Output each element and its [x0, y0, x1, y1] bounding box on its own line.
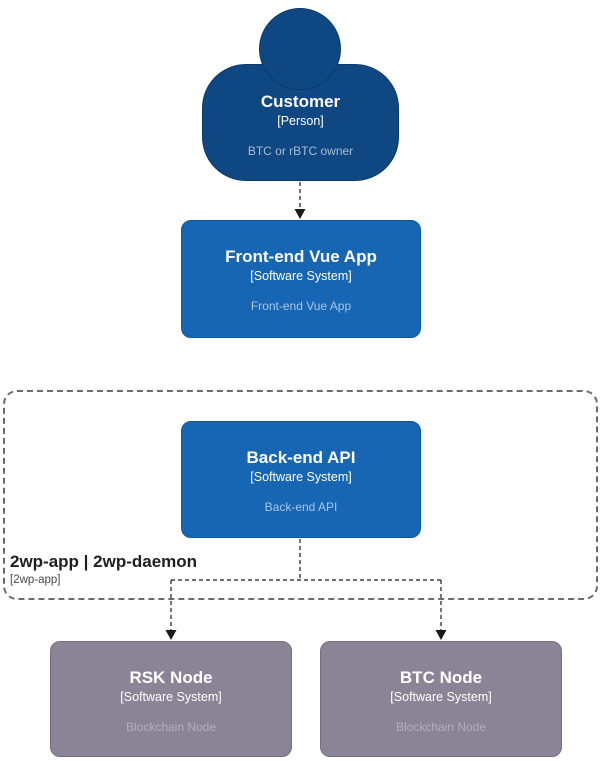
boundary-label: 2wp-app | 2wp-daemon [2wp-app]: [10, 552, 197, 588]
backend-title: Back-end API: [246, 448, 356, 467]
boundary-title: 2wp-app | 2wp-daemon: [10, 552, 198, 571]
rsk-title: RSK Node: [129, 668, 213, 687]
frontend-type: [Software System]: [250, 268, 352, 283]
frontend-description: Front-end Vue App: [250, 298, 352, 313]
node-btc-text: BTC Node [Software System] Blockchain No…: [321, 642, 561, 735]
arrowhead-rsk: [165, 630, 177, 640]
btc-title: BTC Node: [399, 668, 483, 687]
backend-type: [Software System]: [250, 469, 352, 484]
arrowhead-btc: [435, 630, 447, 640]
person-icon: [259, 8, 341, 90]
customer-description: BTC or rBTC owner: [247, 143, 354, 158]
btc-type: [Software System]: [390, 689, 492, 704]
btc-description: Blockchain Node: [395, 719, 487, 734]
node-frontend-vue-app: Front-end Vue App [Software System] Fron…: [181, 220, 421, 338]
customer-type: [Person]: [277, 113, 324, 128]
boundary-subtitle: [2wp-app]: [10, 574, 61, 587]
rsk-description: Blockchain Node: [125, 719, 217, 734]
person-customer-text: Customer [Person] BTC or rBTC owner: [203, 65, 398, 159]
node-rsk: RSK Node [Software System] Blockchain No…: [50, 641, 292, 757]
customer-title: Customer: [260, 92, 341, 111]
backend-description: Back-end API: [264, 499, 338, 514]
node-backend-api: Back-end API [Software System] Back-end …: [181, 421, 421, 538]
node-backend-text: Back-end API [Software System] Back-end …: [182, 422, 420, 515]
frontend-title: Front-end Vue App: [225, 247, 377, 266]
rsk-type: [Software System]: [120, 689, 222, 704]
node-rsk-text: RSK Node [Software System] Blockchain No…: [51, 642, 291, 735]
node-frontend-text: Front-end Vue App [Software System] Fron…: [182, 221, 420, 314]
arrowhead-frontend: [294, 209, 306, 219]
node-btc: BTC Node [Software System] Blockchain No…: [320, 641, 562, 757]
